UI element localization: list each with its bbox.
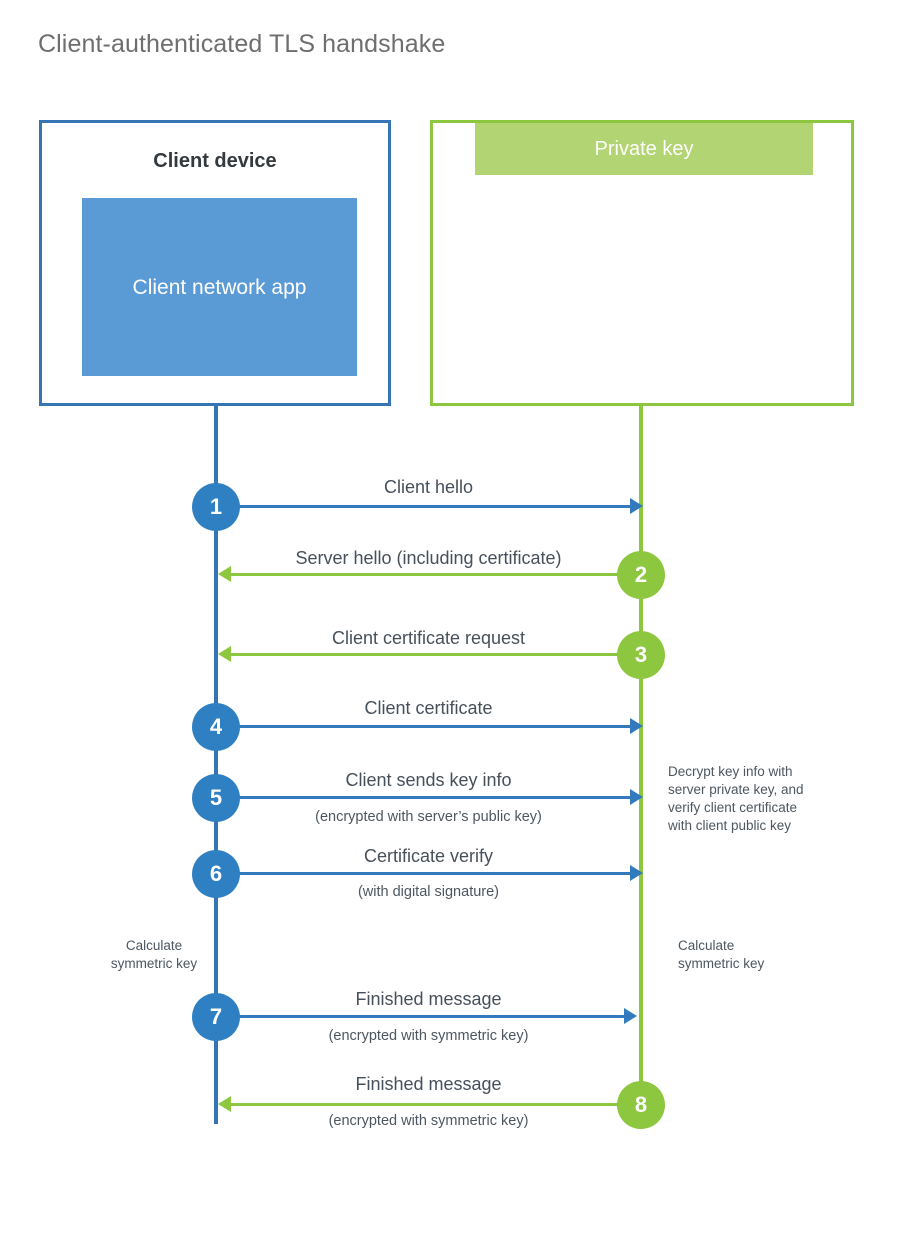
server-lifeline [639, 405, 643, 1105]
step-8-label: Finished message [355, 1074, 502, 1094]
server-decrypt-note-line-1: Decrypt key info with [668, 764, 793, 779]
step-1-arrow-line [216, 505, 634, 508]
step-7-arrow-line [216, 1015, 628, 1018]
step-2-arrow-line [231, 573, 641, 576]
step-6-badge[interactable]: 6 [192, 850, 240, 898]
step-5-badge[interactable]: 5 [192, 774, 240, 822]
server-decrypt-note: Decrypt key info with server private key… [668, 763, 848, 835]
server-decrypt-note-line-3: verify client certificate [668, 800, 798, 815]
step-7-badge[interactable]: 7 [192, 993, 240, 1041]
step-7-label: Finished message [355, 989, 502, 1009]
secure-session-server-box: Secure session server Secure session mod… [430, 120, 854, 406]
step-3-badge[interactable]: 3 [617, 631, 665, 679]
step-5-arrow-line [216, 796, 634, 799]
step-3-arrow-line [231, 653, 641, 656]
step-7-sublabel: (encrypted with symmetric key) [328, 1028, 529, 1044]
server-calc-note-line-1: Calculate [678, 938, 735, 953]
step-1-badge[interactable]: 1 [192, 483, 240, 531]
client-lifeline [214, 405, 218, 1124]
step-2-label: Server hello (including certificate) [295, 548, 562, 568]
step-8-sublabel: (encrypted with symmetric key) [328, 1113, 529, 1129]
server-decrypt-note-line-4: with client public key [668, 818, 792, 833]
server-decrypt-note-line-2: server private key, and [668, 782, 804, 797]
step-8-badge[interactable]: 8 [617, 1081, 665, 1129]
step-3-label: Client certificate request [331, 628, 526, 648]
step-8-arrow-head-icon [218, 1096, 231, 1112]
step-8-arrow-line [231, 1103, 641, 1106]
step-6-arrow-head-icon [630, 865, 643, 881]
step-1-arrow-head-icon [630, 498, 643, 514]
step-5-arrow-head-icon [630, 789, 643, 805]
step-4-label: Client certificate [364, 698, 493, 718]
step-2-badge[interactable]: 2 [617, 551, 665, 599]
step-6-label: Certificate verify [363, 846, 494, 866]
client-device-title: Client device [153, 150, 277, 172]
step-4-arrow-head-icon [630, 718, 643, 734]
step-2-arrow-head-icon [218, 566, 231, 582]
client-calc-note-line-2: symmetric key [110, 956, 198, 971]
step-6-sublabel: (with digital signature) [357, 884, 500, 900]
page-title: Client-authenticated TLS handshake [38, 30, 446, 58]
client-device-box: Client device Client network app [39, 120, 391, 406]
step-7-arrow-head-icon [624, 1008, 637, 1024]
client-calculate-symmetric-key-note: Calculate symmetric key [95, 937, 213, 973]
server-item-private-key: Private key [475, 123, 813, 175]
step-5-label: Client sends key info [345, 770, 512, 790]
step-5-sublabel: (encrypted with server’s public key) [315, 809, 542, 825]
step-4-arrow-line [216, 725, 634, 728]
client-network-app-box: Client network app [82, 198, 357, 376]
step-6-arrow-line [216, 872, 634, 875]
step-4-badge[interactable]: 4 [192, 703, 240, 751]
step-1-label: Client hello [383, 477, 474, 497]
server-calculate-symmetric-key-note: Calculate symmetric key [678, 937, 764, 973]
client-calc-note-line-1: Calculate [125, 938, 183, 953]
step-3-arrow-head-icon [218, 646, 231, 662]
server-calc-note-line-2: symmetric key [678, 956, 765, 971]
